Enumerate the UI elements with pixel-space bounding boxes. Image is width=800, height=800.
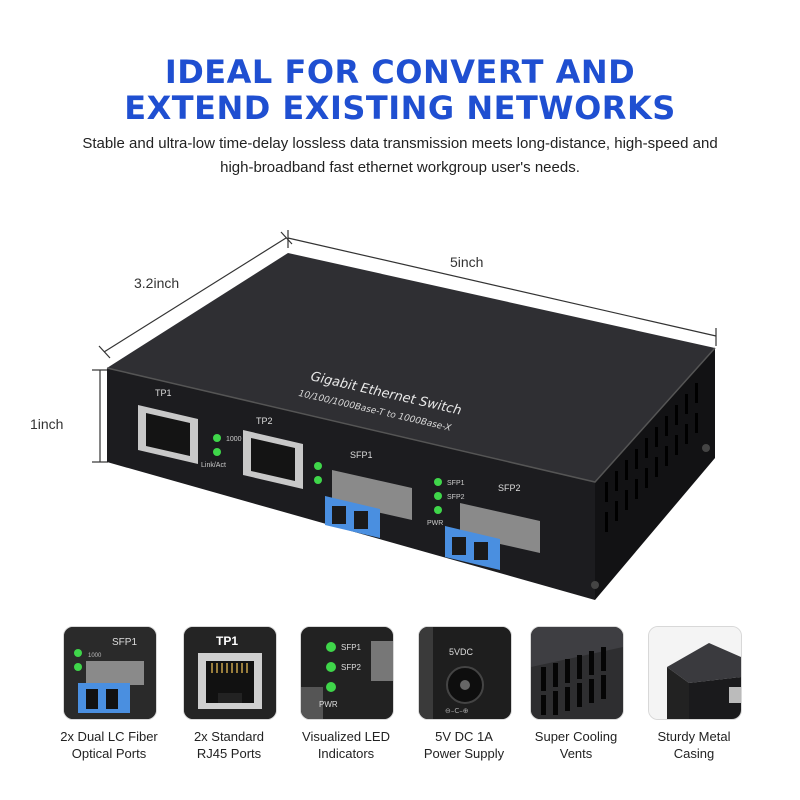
svg-text:⊖–C–⊕: ⊖–C–⊕: [445, 707, 469, 715]
headline-line-1: IDEAL FOR CONVERT AND: [164, 53, 636, 91]
led-indicators: [213, 434, 442, 514]
led-label-sfp1: SFP1: [447, 480, 465, 487]
feature-metal-casing: Sturdy Metal Casing: [648, 626, 742, 762]
feature-caption: 5V DC 1A Power Supply: [423, 729, 505, 761]
subtitle-line-2: high-broadband fast ethernet workgroup u…: [220, 159, 580, 176]
svg-text:1000: 1000: [88, 653, 102, 659]
headline-line-2: EXTEND EXISTING NETWORKS: [124, 89, 676, 127]
dc-power-icon: 5VDC ⊖–C–⊕: [418, 626, 512, 720]
dimension-length: 5inch: [450, 254, 484, 270]
feature-rj45-ports: TP1 2x Standard RJ45 Ports: [183, 626, 277, 762]
subtitle: Stable and ultra-low time-delay lossless…: [30, 132, 770, 180]
led-label-pwr: PWR: [427, 520, 443, 527]
fiber-port-icon: SFP1 1000: [63, 626, 157, 720]
svg-text:SFP2: SFP2: [341, 663, 362, 672]
rj45-port-icon: TP1: [183, 626, 277, 720]
port-label-sfp2: SFP2: [498, 483, 521, 493]
feature-fiber-ports: SFP1 1000 2x Dual LC Fiber Optical Ports: [60, 626, 158, 762]
port-label-tp2: TP2: [256, 416, 273, 426]
feature-row: SFP1 1000 2x Dual LC Fiber Optical Ports…: [0, 626, 800, 800]
feature-dc-power: 5VDC ⊖–C–⊕ 5V DC 1A Power Supply: [418, 626, 512, 762]
feature-led-indicators: SFP1 SFP2 PWR Visualized LED Indicators: [300, 626, 394, 762]
port-label-tp1: TP1: [155, 388, 172, 398]
feature-caption: Sturdy Metal Casing: [657, 729, 731, 761]
feature-caption: 2x Dual LC Fiber Optical Ports: [60, 729, 158, 761]
svg-text:PWR: PWR: [319, 700, 338, 709]
side-vents-icon: [605, 383, 698, 532]
metal-casing-icon: [648, 626, 742, 720]
feature-caption: Super Cooling Vents: [534, 729, 618, 761]
led-label-link: Link/Act: [201, 462, 226, 469]
dimension-width: 3.2inch: [134, 275, 180, 291]
port-label-sfp1: SFP1: [350, 450, 373, 460]
dimension-lines: [92, 230, 717, 463]
sfp-cage-1: [332, 470, 412, 520]
subtitle-line-1: Stable and ultra-low time-delay lossless…: [82, 135, 718, 152]
led-label-speed: 1000: [226, 436, 242, 443]
led-label-sfp2: SFP2: [447, 494, 465, 501]
screw-icon: [591, 581, 599, 589]
dimension-height: 1inch: [30, 416, 64, 432]
sfp-cage-2: [460, 503, 540, 553]
svg-text:SFP1: SFP1: [112, 637, 137, 648]
feature-cooling-vents: Super Cooling Vents: [530, 626, 624, 762]
feature-caption: 2x Standard RJ45 Ports: [193, 729, 265, 761]
headline: IDEAL FOR CONVERT AND EXTEND EXISTING NE…: [0, 54, 800, 126]
switch-device-illustration: Gigabit Ethernet Switch 10/100/1000Base-…: [106, 253, 716, 600]
svg-text:TP1: TP1: [216, 634, 238, 648]
svg-text:5VDC: 5VDC: [449, 647, 474, 657]
cooling-vents-icon: [530, 626, 624, 720]
screw-icon: [702, 444, 710, 452]
svg-text:SFP1: SFP1: [341, 643, 362, 652]
feature-caption: Visualized LED Indicators: [302, 729, 390, 761]
led-indicator-icon: SFP1 SFP2 PWR: [300, 626, 394, 720]
device-top-face: [107, 253, 715, 482]
